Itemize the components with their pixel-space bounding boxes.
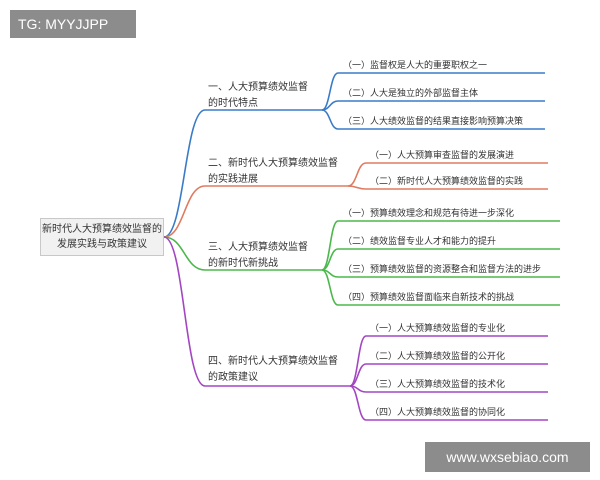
watermark-bottom-right: www.wxsebiao.com (425, 442, 590, 472)
branch-1-leaf-2: （二）人大是独立的外部监督主体 (343, 89, 479, 99)
branch-1-to-leaf-3-line (321, 109, 339, 130)
root-to-branch-2-line (163, 185, 206, 238)
branch-4-line-1: 四、新时代人大预算绩效监督 (208, 356, 338, 367)
branch-2-line-2: 的实践进展 (208, 174, 258, 185)
branch-4-leaf-2: （二）人大预算绩效监督的公开化 (370, 352, 506, 362)
branch-2-node: 二、新时代人大预算绩效监督 的实践进展 (208, 156, 338, 188)
branch-2-leaf-1: （一）人大预算审查监督的发展演进 (370, 151, 515, 161)
branch-4-line-2: 的政策建议 (208, 372, 258, 383)
branch-3-node: 三、人大预算绩效监督 的新时代新挑战 (208, 240, 308, 272)
branch-4-leaf-3: （三）人大预算绩效监督的技术化 (370, 380, 506, 390)
watermark-top-left: TG: MYYJJPP (10, 10, 136, 38)
branch-3-line-2: 的新时代新挑战 (208, 258, 278, 269)
branch-1-line-2: 的时代特点 (208, 98, 258, 109)
branch-3-to-leaf-4-line (321, 269, 339, 306)
branch-3-leaf-4: （四）预算绩效监督面临来自新技术的挑战 (343, 293, 515, 303)
branch-3-line-1: 三、人大预算绩效监督 (208, 242, 308, 253)
root-node: 新时代人大预算绩效监督的 发展实践与政策建议 (40, 218, 164, 256)
branch-2-leaf-2: （二）新时代人大预算绩效监督的实践 (370, 177, 524, 187)
branch-4-node: 四、新时代人大预算绩效监督 的政策建议 (208, 354, 338, 386)
root-to-branch-1-line (163, 109, 206, 238)
branch-3-to-leaf-1-line (321, 220, 339, 271)
root-to-branch-3-line (163, 236, 206, 271)
branch-3-leaf-3: （三）预算绩效监督的资源整合和监督方法的进步 (343, 265, 542, 275)
branch-4-leaf-1: （一）人大预算绩效监督的专业化 (370, 324, 506, 334)
branch-1-to-leaf-1-line (321, 72, 339, 111)
root-line-1: 新时代人大预算绩效监督的 (42, 224, 162, 235)
branch-2-to-leaf-1-line (347, 162, 367, 187)
branch-4-leaf-4: （四）人大预算绩效监督的协同化 (370, 408, 506, 418)
branch-2-line-1: 二、新时代人大预算绩效监督 (208, 158, 338, 169)
branch-3-leaf-2: （二）绩效监督专业人才和能力的提升 (343, 237, 497, 247)
branch-2-to-leaf-2-line (347, 185, 367, 190)
branch-4-to-leaf-1-line (349, 335, 367, 387)
branch-1-line-1: 一、人大预算绩效监督 (208, 82, 308, 93)
root-to-branch-4-line (163, 236, 206, 387)
branch-1-leaf-3: （三）人大绩效监督的结果直接影响预算决策 (343, 117, 524, 127)
branch-4-to-leaf-4-line (349, 385, 367, 421)
branch-1-node: 一、人大预算绩效监督 的时代特点 (208, 80, 308, 112)
branch-3-leaf-1: （一）预算绩效理念和规范有待进一步深化 (343, 209, 515, 219)
branch-1-leaf-1: （一）监督权是人大的重要职权之一 (343, 61, 488, 71)
root-line-2: 发展实践与政策建议 (57, 239, 147, 250)
